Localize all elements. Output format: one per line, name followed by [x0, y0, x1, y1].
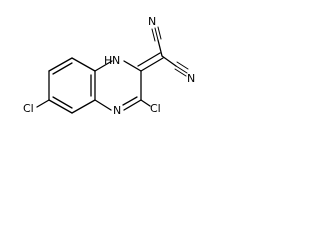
molecule-structure: N H N Cl Cl N N — [23, 15, 195, 117]
atom-n-label-nitrile-top: N — [148, 15, 156, 28]
atom-n-label-nitrile-right: N — [187, 72, 195, 85]
dicyanomethylidene — [137, 26, 189, 77]
bond-c8a-n1 — [94, 60, 113, 72]
double-bond-c6-c5-inner — [52, 96, 73, 109]
bond-n1-c2 — [123, 60, 142, 72]
bond-c8-c7 — [48, 57, 73, 72]
bond-c3-n4 — [123, 99, 142, 111]
exocyclic-double-bond-b — [137, 52, 161, 67]
bond-c-cn-top — [157, 39, 163, 57]
bond-c8a-c8 — [71, 57, 96, 72]
triple-bond-top-1 — [154, 27, 159, 41]
bond-c-cn-right — [161, 55, 177, 67]
benzene-ring — [48, 57, 96, 114]
atom-n-label-ring: N — [113, 104, 121, 117]
exocyclic-double-bond-a — [140, 57, 164, 72]
bond-n4-c4a — [94, 99, 112, 111]
atom-h-label-nh: H — [104, 54, 112, 67]
atom-cl-label-left: Cl — [23, 102, 34, 115]
triple-bond-right-1 — [175, 65, 188, 74]
bond-c5-c4a — [71, 99, 96, 114]
triple-bond-top-2 — [151, 28, 156, 42]
bond-c6-c5 — [48, 99, 73, 114]
triple-bond-top-3 — [157, 26, 162, 40]
bond-c6-cl — [36, 99, 50, 108]
double-bond-c8-c7-inner — [52, 62, 73, 75]
pyrazine-ring — [94, 60, 142, 111]
bond-c3-cl — [140, 99, 151, 107]
double-bond-c3-n4-inner — [122, 96, 138, 106]
atom-n-label-nh: N — [112, 54, 120, 67]
atom-cl-label-right: Cl — [150, 102, 161, 115]
triple-bond-right-2 — [176, 61, 189, 70]
triple-bond-right-3 — [174, 68, 187, 77]
